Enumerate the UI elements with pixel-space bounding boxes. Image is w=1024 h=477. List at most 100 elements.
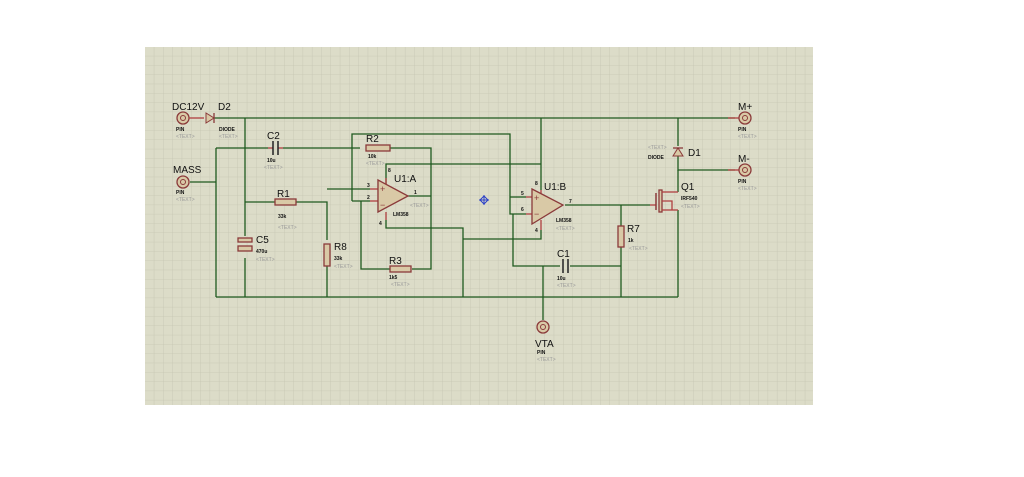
component-value: 10u	[557, 276, 566, 282]
pin-m-plus[interactable]: M+ PIN <TEXT>	[728, 102, 757, 140]
component-text: <TEXT>	[648, 145, 667, 151]
pin-text: <TEXT>	[176, 134, 195, 140]
pin-number: 5	[521, 191, 524, 197]
component-text: <TEXT>	[410, 203, 429, 209]
component-ref: D1	[688, 148, 701, 159]
diode-d2[interactable]: D2 DIODE <TEXT>	[205, 102, 238, 140]
pin-text: <TEXT>	[537, 357, 556, 363]
component-text: <TEXT>	[256, 257, 275, 263]
pin-label: VTA	[535, 339, 554, 350]
component-value: 10u	[267, 158, 276, 164]
pin-terminal-icon	[536, 320, 550, 334]
component-text: <TEXT>	[278, 225, 297, 231]
capacitor-c5[interactable]: C5 470u <TEXT>	[237, 235, 275, 263]
resistor-r2[interactable]: R2 10k <TEXT>	[365, 134, 391, 167]
component-value: 470u	[256, 249, 267, 255]
component-text: <TEXT>	[629, 246, 648, 252]
minus-input-icon: −	[534, 209, 539, 219]
component-text: <TEXT>	[391, 282, 410, 288]
component-text: <TEXT>	[366, 161, 385, 167]
pin-label: M-	[738, 154, 750, 165]
mosfet-icon	[658, 189, 663, 213]
pin-mass[interactable]: MASS PIN <TEXT>	[173, 165, 202, 203]
component-value: LM358	[556, 218, 572, 224]
component-value: DIODE	[648, 155, 665, 161]
component-ref: C2	[267, 131, 280, 142]
mosfet-q1[interactable]: Q1 IRF540 <TEXT>	[650, 182, 700, 213]
pin-text: <TEXT>	[176, 197, 195, 203]
opamp-icon	[531, 187, 565, 226]
component-value: LM358	[393, 212, 409, 218]
pin-type: PIN	[176, 127, 185, 133]
component-ref: U1:B	[544, 182, 567, 193]
pin-m-minus[interactable]: M- PIN <TEXT>	[728, 154, 757, 192]
component-text: <TEXT>	[681, 204, 700, 210]
pin-number: 6	[521, 207, 524, 213]
resistor-r3[interactable]: R3 1k5 <TEXT>	[389, 256, 412, 288]
resistor-r1[interactable]: R1 33k <TEXT>	[274, 189, 297, 231]
component-text: <TEXT>	[556, 226, 575, 232]
wires	[190, 117, 735, 320]
diode-d1[interactable]: D1 <TEXT> DIODE	[648, 145, 701, 161]
capacitor-c1[interactable]: C1 10u <TEXT>	[557, 249, 576, 289]
pin-terminal-icon	[176, 175, 190, 189]
component-value: 33k	[334, 256, 343, 262]
plus-input-icon: +	[380, 184, 385, 194]
component-value: 33k	[278, 214, 287, 220]
pin-label: MASS	[173, 165, 202, 176]
pin-number: 2	[367, 195, 370, 201]
pin-type: PIN	[738, 179, 747, 185]
plus-input-icon: +	[534, 193, 539, 203]
component-ref: Q1	[681, 182, 695, 193]
pin-dc12v[interactable]: DC12V PIN <TEXT>	[172, 102, 205, 140]
pin-number: 8	[535, 181, 538, 187]
component-ref: R8	[334, 242, 347, 253]
pin-number: 1	[414, 190, 417, 196]
component-ref: R3	[389, 256, 402, 267]
pin-number: 8	[388, 168, 391, 174]
pin-number: 4	[535, 228, 538, 234]
component-text: <TEXT>	[219, 134, 238, 140]
opamp-u1a[interactable]: + − U1:A 3 2 1 8 4 LM358 <TEXT>	[367, 168, 429, 227]
grid-lines	[145, 47, 813, 405]
opamp-icon	[377, 178, 410, 214]
pin-type: PIN	[738, 127, 747, 133]
diode-icon	[205, 112, 215, 124]
component-text: <TEXT>	[557, 283, 576, 289]
pin-text: <TEXT>	[738, 134, 757, 140]
crosshair-cursor-icon	[479, 195, 489, 205]
minus-input-icon: −	[380, 200, 385, 210]
component-text: <TEXT>	[334, 264, 353, 270]
resistor-r7[interactable]: R7 1k <TEXT>	[617, 224, 648, 252]
pin-label: M+	[738, 102, 752, 113]
pin-number: 3	[367, 183, 370, 189]
component-value: 10k	[368, 154, 377, 160]
component-ref: U1:A	[394, 174, 417, 185]
component-ref: R2	[366, 134, 379, 145]
pin-terminal-icon	[738, 163, 752, 177]
diode-icon	[672, 147, 684, 157]
pin-vta[interactable]: VTA PIN <TEXT>	[535, 320, 556, 363]
capacitor-c2[interactable]: C2 10u <TEXT>	[264, 131, 283, 171]
pin-number: 7	[569, 199, 572, 205]
component-value: IRF540	[681, 196, 698, 202]
opamp-u1b[interactable]: + − U1:B 5 6 7 8 4 LM358 <TEXT>	[521, 181, 575, 234]
component-text: <TEXT>	[264, 165, 283, 171]
component-ref: D2	[218, 102, 231, 113]
component-value: DIODE	[219, 127, 236, 133]
pin-number: 4	[379, 221, 382, 227]
pin-terminal-icon	[738, 111, 752, 125]
resistor-r8[interactable]: R8 33k <TEXT>	[323, 242, 353, 270]
component-ref: R7	[627, 224, 640, 235]
pin-terminal-icon	[176, 111, 190, 125]
component-ref: C1	[557, 249, 570, 260]
pin-type: PIN	[537, 350, 546, 356]
pin-text: <TEXT>	[738, 186, 757, 192]
pin-type: PIN	[176, 190, 185, 196]
component-value: 1k5	[389, 275, 398, 281]
component-ref: C5	[256, 235, 269, 246]
pin-label: DC12V	[172, 102, 205, 113]
component-ref: R1	[277, 189, 290, 200]
component-value: 1k	[628, 238, 634, 244]
